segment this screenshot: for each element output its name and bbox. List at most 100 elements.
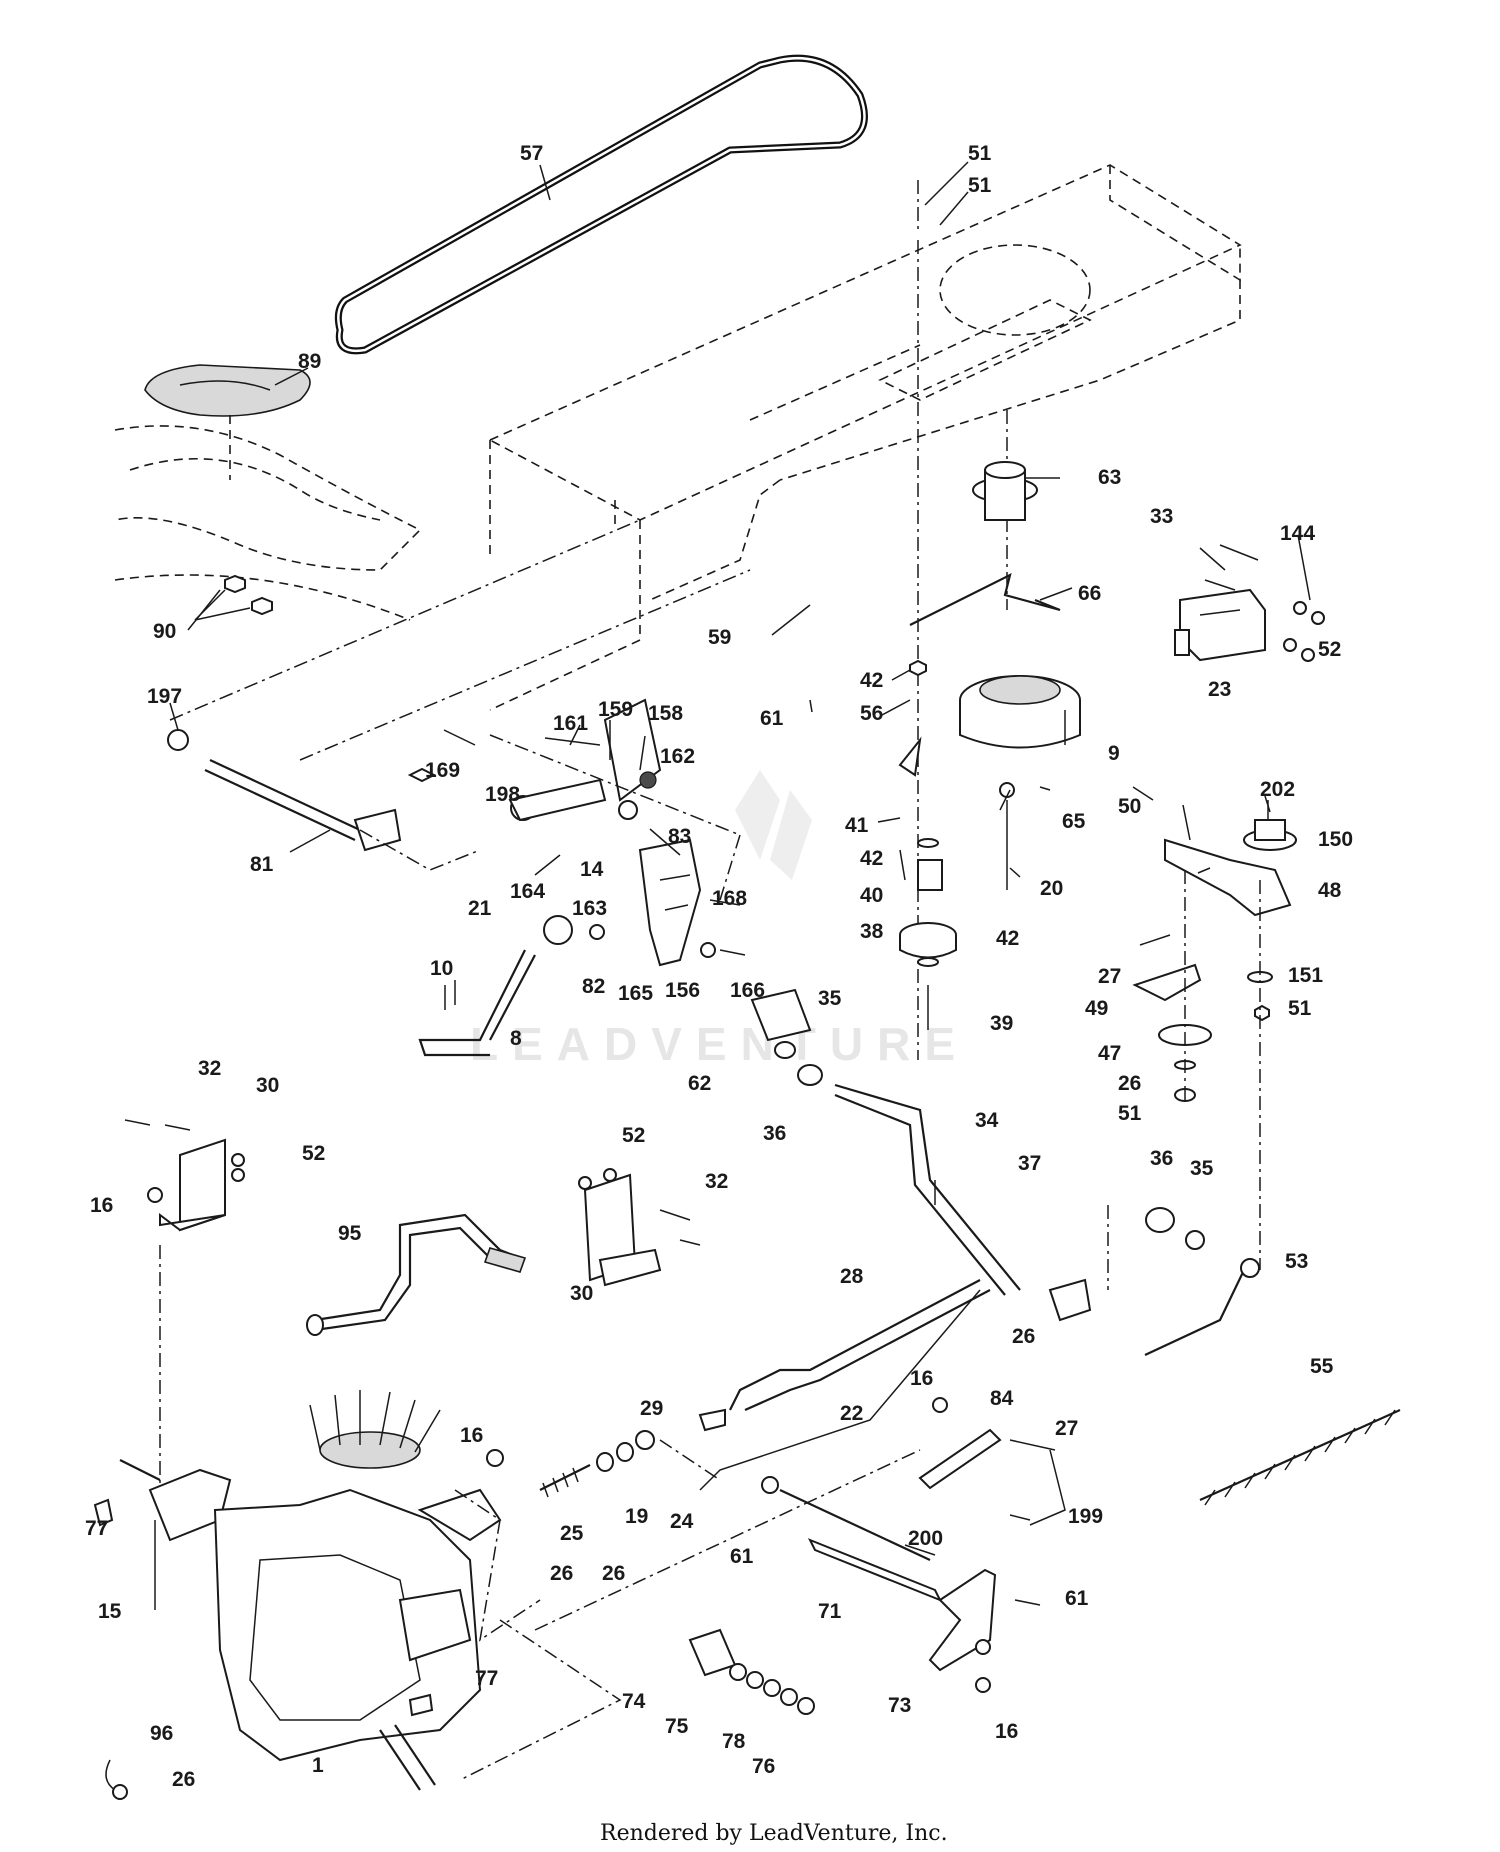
label-30a: 30 — [256, 1074, 279, 1097]
label-71: 71 — [818, 1600, 842, 1623]
label-164: 164 — [510, 880, 545, 903]
part-labels: 57 51 51 89 63 33 144 66 90 59 42 23 52 … — [85, 142, 1353, 1791]
spring-55 — [1199, 1408, 1401, 1506]
spindle-stack — [898, 180, 1081, 1060]
part-21-8-pedal — [418, 915, 573, 1057]
label-23: 23 — [1208, 678, 1231, 701]
label-66: 66 — [1078, 582, 1101, 605]
label-50: 50 — [1118, 795, 1141, 818]
label-51b: 51 — [968, 174, 992, 197]
label-28: 28 — [840, 1265, 864, 1288]
label-22: 22 — [840, 1402, 863, 1425]
label-42c: 42 — [996, 927, 1019, 950]
label-77b: 77 — [475, 1667, 498, 1690]
label-41: 41 — [845, 814, 869, 837]
label-48: 48 — [1318, 879, 1342, 902]
label-21: 21 — [468, 897, 492, 920]
shaft-34 — [750, 988, 1205, 1322]
watermark-text: LEADVENTURE — [470, 1018, 969, 1070]
footer-credit: Rendered by LeadVenture, Inc. — [600, 1821, 948, 1846]
label-16b: 16 — [910, 1367, 933, 1390]
label-156: 156 — [665, 979, 700, 1002]
bracket-30-left — [124, 1119, 245, 1490]
label-37: 37 — [1018, 1152, 1041, 1175]
label-144: 144 — [1280, 522, 1315, 545]
lever-95 — [306, 1213, 527, 1336]
label-61a: 61 — [760, 707, 784, 730]
seat-area — [114, 425, 422, 621]
bracket-84 — [918, 1397, 1066, 1526]
label-151: 151 — [1288, 964, 1323, 987]
label-74: 74 — [622, 1690, 646, 1713]
label-52b: 52 — [302, 1142, 325, 1165]
label-52a: 52 — [1318, 638, 1341, 661]
label-32a: 32 — [198, 1057, 221, 1080]
label-26a: 26 — [1118, 1072, 1141, 1095]
stack-74-76 — [688, 1628, 815, 1715]
label-8: 8 — [510, 1027, 522, 1050]
label-16a: 16 — [90, 1194, 113, 1217]
label-33: 33 — [1150, 505, 1173, 528]
label-19: 19 — [625, 1505, 648, 1528]
leader-lines — [169, 161, 1311, 881]
label-76: 76 — [752, 1755, 775, 1778]
watermark: LEADVENTURE — [470, 770, 969, 1070]
label-75: 75 — [665, 1715, 689, 1738]
label-20: 20 — [1040, 877, 1063, 900]
label-163: 163 — [572, 897, 607, 920]
bracket-165 — [589, 838, 746, 967]
label-198: 198 — [485, 783, 520, 806]
label-24: 24 — [670, 1510, 694, 1533]
label-25: 25 — [560, 1522, 584, 1545]
label-34: 34 — [975, 1109, 999, 1132]
label-161: 161 — [553, 712, 588, 735]
label-78: 78 — [722, 1730, 746, 1753]
transaxle-1 — [93, 1390, 502, 1800]
label-36a: 36 — [763, 1122, 786, 1145]
lever-71-bracket-73 — [761, 1476, 1041, 1693]
label-47: 47 — [1098, 1042, 1121, 1065]
label-51c: 51 — [1288, 997, 1312, 1020]
label-35b: 35 — [1190, 1157, 1214, 1180]
label-159: 159 — [598, 698, 633, 721]
label-42a: 42 — [860, 669, 883, 692]
idler-arm-assembly — [1132, 800, 1297, 1270]
label-199: 199 — [1068, 1505, 1103, 1528]
label-81: 81 — [250, 853, 274, 876]
tractor-frame — [488, 164, 1242, 711]
label-56: 56 — [860, 702, 883, 725]
label-59: 59 — [708, 626, 731, 649]
label-27b: 27 — [1055, 1417, 1078, 1440]
label-162: 162 — [660, 745, 695, 768]
label-51a: 51 — [968, 142, 992, 165]
part-89-cover — [144, 364, 311, 480]
connection-lines — [454, 1449, 921, 1781]
label-26c: 26 — [550, 1562, 573, 1585]
label-10: 10 — [430, 957, 453, 980]
label-166: 166 — [730, 979, 765, 1002]
rods-28-22 — [698, 1279, 991, 1491]
label-89: 89 — [298, 350, 321, 373]
label-65: 65 — [1062, 810, 1086, 833]
label-55: 55 — [1310, 1355, 1334, 1378]
label-35a: 35 — [818, 987, 842, 1010]
label-42b: 42 — [860, 847, 883, 870]
label-15: 15 — [98, 1600, 122, 1623]
label-165: 165 — [618, 982, 653, 1005]
label-168: 168 — [712, 887, 747, 910]
label-96: 96 — [150, 1722, 173, 1745]
label-62: 62 — [688, 1072, 711, 1095]
label-26e: 26 — [172, 1768, 195, 1791]
linkage-cluster — [407, 698, 741, 901]
bracket-30-center — [578, 1168, 701, 1287]
label-16d: 16 — [995, 1720, 1018, 1743]
drive-belt — [334, 54, 868, 355]
bracket-23 — [1174, 544, 1325, 662]
label-36b: 36 — [1150, 1147, 1173, 1170]
label-39: 39 — [990, 1012, 1013, 1035]
label-169: 169 — [425, 759, 460, 782]
label-9: 9 — [1108, 742, 1120, 765]
label-30b: 30 — [570, 1282, 593, 1305]
label-53: 53 — [1285, 1250, 1308, 1273]
